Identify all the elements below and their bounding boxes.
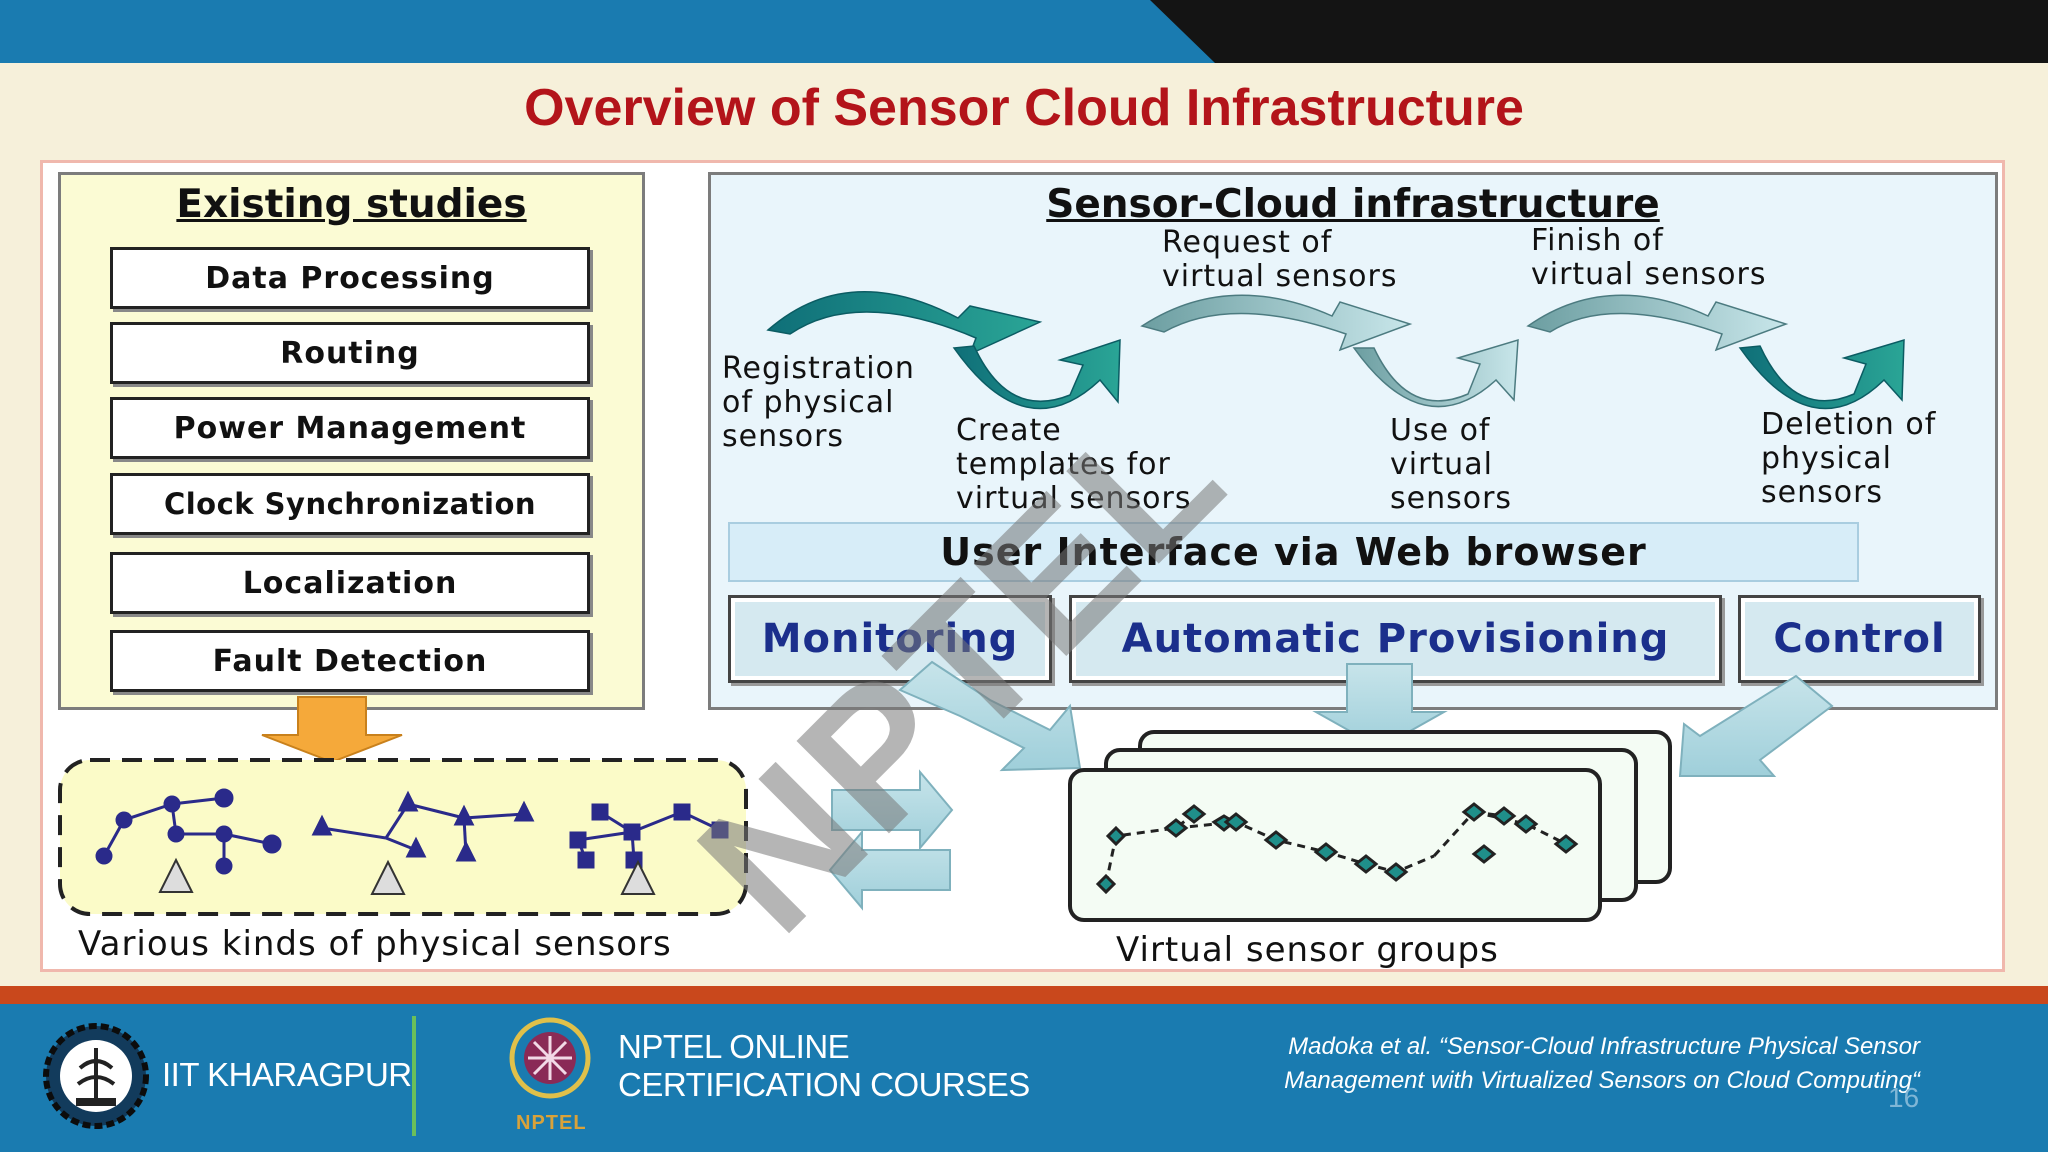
existing-to-physical-arrow [261, 696, 403, 764]
study-item-power-management: Power Management [110, 397, 590, 459]
existing-studies-title: Existing studies [176, 182, 527, 227]
sensor-network-squares [569, 803, 729, 869]
virtual-sensor-chain [1095, 802, 1579, 895]
page-number: 16 [1888, 1082, 1920, 1113]
nptel-courses-line1: NPTEL ONLINE [618, 1028, 850, 1065]
study-item-data-processing: Data Processing [110, 247, 590, 309]
arc-arrow-2 [952, 338, 1121, 410]
base-station-icon-1 [158, 857, 194, 893]
citation: Madoka et al. “Sensor-Cloud Infrastructu… [1160, 1030, 1920, 1098]
citation-line-2: Management with Virtualized Sensors on C… [1284, 1067, 1920, 1094]
citation-line-1: Madoka et al. “Sensor-Cloud Infrastructu… [1288, 1033, 1920, 1060]
study-item-clock-synchronization: Clock Synchronization [110, 473, 590, 535]
sensor-network-circles [95, 788, 282, 875]
base-station-icon-3 [620, 859, 656, 895]
nptel-logo [509, 1017, 591, 1099]
virtual-groups-label: Virtual sensor groups [1116, 930, 1499, 970]
nptel-logo-text: NPTEL [516, 1112, 587, 1134]
study-item-localization: Localization [110, 552, 590, 614]
monitoring-arrow [898, 660, 1082, 772]
base-station-icon-2 [370, 859, 406, 895]
control-arrow [1678, 674, 1834, 777]
physical-sensors-label: Various kinds of physical sensors [78, 924, 672, 964]
step-use: Use of virtual sensors [1390, 413, 1513, 516]
footer-accent [0, 986, 2048, 1004]
step-create-templates: Create templates for virtual sensors [956, 413, 1192, 516]
block-arrows [261, 660, 1834, 911]
virtual-sensor-groups [1068, 730, 1672, 922]
slide-title: Overview of Sensor Cloud Infrastructure [524, 79, 1524, 137]
arc-arrow-4 [1352, 338, 1519, 408]
header-dark-band [1150, 0, 2048, 63]
lifecycle-arrows [766, 290, 1905, 410]
study-item-routing: Routing [110, 322, 590, 384]
footer-divider [412, 1016, 416, 1136]
monitoring-box: Monitoring [728, 595, 1052, 683]
user-interface-bar: User Interface via Web browser [728, 522, 1859, 582]
step-finish: Finish of virtual sensors [1531, 223, 1767, 292]
arc-arrow-1 [766, 290, 1043, 356]
exchange-arrow-left [828, 829, 951, 911]
sensor-cloud-title: Sensor-Cloud infrastructure [1046, 182, 1660, 227]
control-box: Control [1738, 595, 1981, 683]
step-request: Request of virtual sensors [1162, 225, 1398, 294]
arc-arrow-6 [1738, 338, 1905, 410]
study-item-fault-detection: Fault Detection [110, 630, 590, 692]
sensor-network-triangles [311, 790, 535, 862]
exchange-arrow-right [831, 769, 954, 851]
arc-arrow-5 [1526, 294, 1789, 352]
step-deletion: Deletion of physical sensors [1761, 407, 1937, 510]
physical-sensors-area [58, 758, 748, 916]
nptel-courses-line2: CERTIFICATION COURSES [618, 1066, 1030, 1103]
step-registration: Registration of physical sensors [722, 351, 915, 454]
footer-bar [0, 1004, 2048, 1152]
iit-kharagpur-logo [43, 1023, 149, 1129]
arc-arrow-3 [1140, 294, 1413, 352]
iit-kharagpur-text: IIT KHARAGPUR [162, 1056, 412, 1093]
